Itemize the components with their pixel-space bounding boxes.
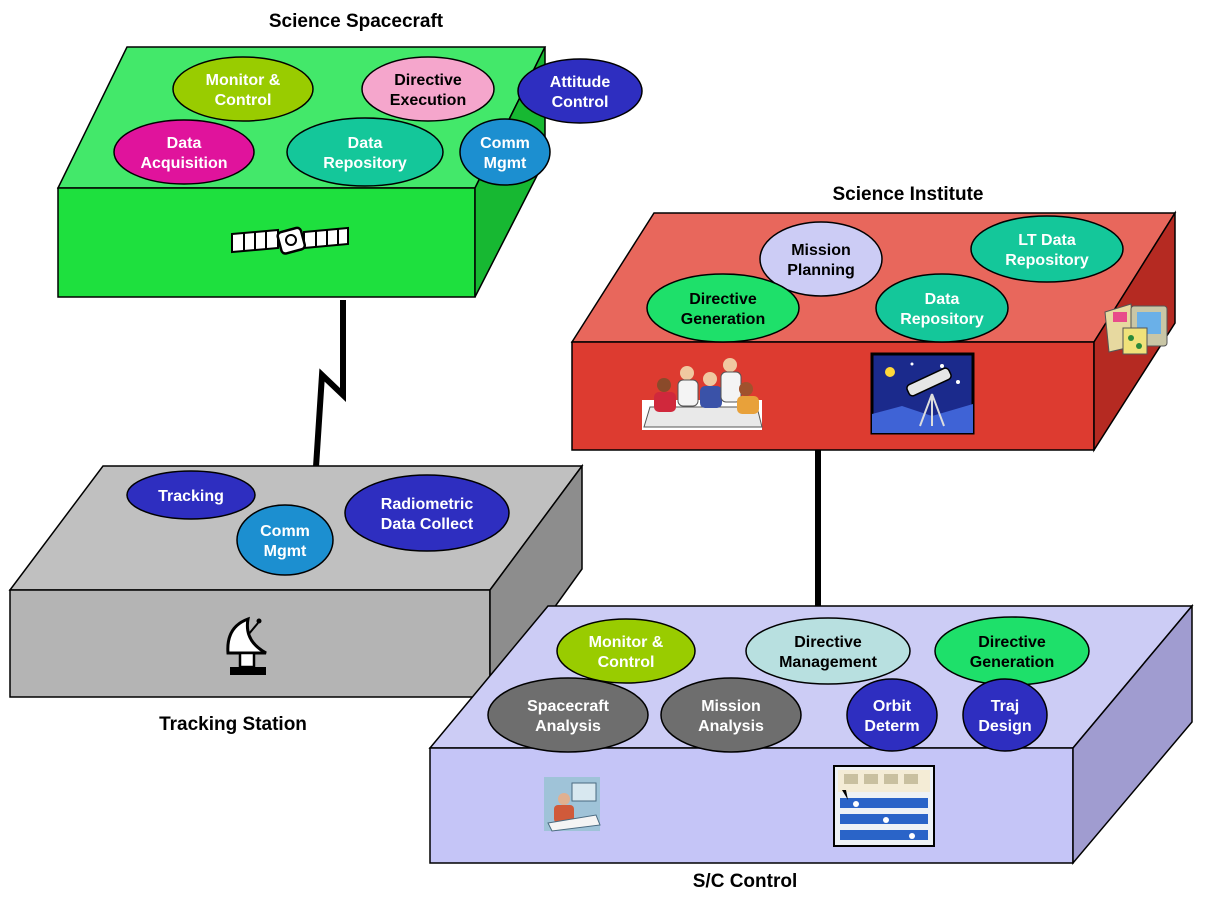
control-room-icon	[833, 765, 935, 847]
title-sc-control: S/C Control	[693, 871, 798, 892]
title-science-spacecraft: Science Spacecraft	[269, 11, 444, 32]
platform-side	[489, 463, 583, 700]
title-science-institute: Science Institute	[833, 184, 984, 205]
operator-desk-icon	[544, 777, 601, 832]
node-monitor-control-spacecraft: Monitor &Control	[172, 56, 314, 122]
node-label: Tracking	[158, 488, 224, 505]
node-label: Monitor &Control	[206, 72, 281, 109]
team-meeting-icon	[642, 358, 763, 430]
satellite-icon	[231, 226, 349, 255]
title-tracking-station: Tracking Station	[159, 714, 307, 735]
node-label: Monitor &Control	[589, 634, 664, 671]
node-monitor-control-sc: Monitor &Control	[556, 618, 696, 684]
platform-front	[571, 341, 1095, 451]
antenna-dish-icon	[226, 616, 267, 675]
link-spacecraft-tracking	[313, 300, 346, 468]
telescope-icon	[870, 352, 975, 435]
platform-side	[1072, 603, 1193, 866]
computer-workstation-icon	[1104, 303, 1168, 355]
platform-front	[429, 747, 1074, 864]
node-tracking: Tracking	[126, 470, 256, 520]
